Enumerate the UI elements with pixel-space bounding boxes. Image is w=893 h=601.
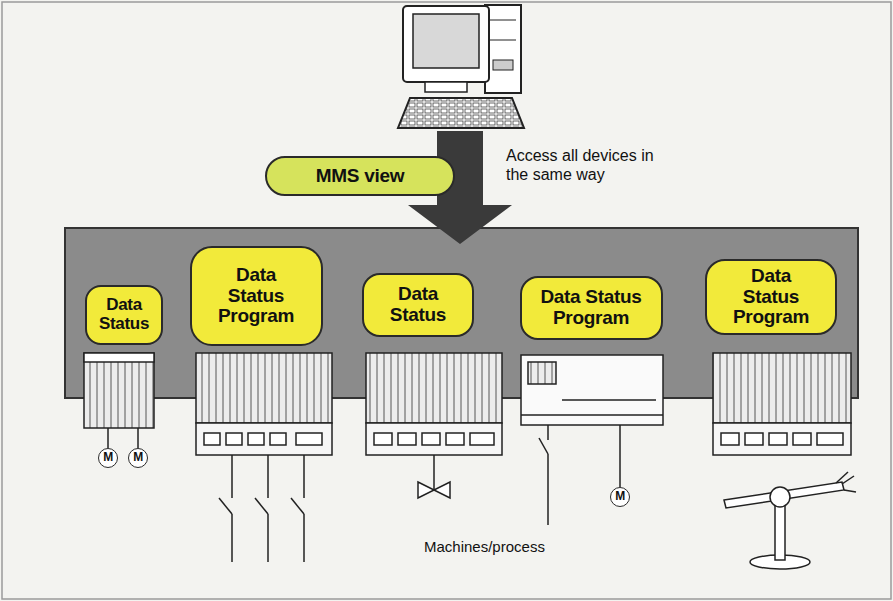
controller-5 (817, 433, 843, 445)
switch-contacts (231, 455, 233, 498)
node-text: Data Status Program (528, 287, 654, 329)
text-group: Data Status (390, 284, 446, 326)
text-group: M (133, 451, 143, 464)
computer (413, 14, 479, 68)
computer (493, 60, 513, 70)
device-object-box: Data Status (85, 285, 163, 345)
access-note: Access all devices in the same way (506, 146, 676, 184)
switch-contacts (303, 514, 305, 562)
switch-contacts (267, 514, 269, 562)
controller-3 (366, 423, 502, 455)
controller-2 (204, 433, 220, 445)
controller-2 (248, 433, 264, 445)
node-text: MMS view (316, 166, 404, 187)
node-text: M (615, 490, 625, 503)
controller-4 (562, 399, 656, 401)
computer (425, 82, 467, 92)
controller-2 (270, 433, 286, 445)
controller-1 (107, 428, 109, 448)
controller-4 (547, 454, 549, 525)
computer (485, 5, 521, 93)
controller-3 (422, 433, 440, 445)
switch-contacts (219, 455, 304, 562)
controller-2 (196, 353, 332, 423)
controller-1 (84, 353, 154, 428)
node-text: Data Status (99, 296, 149, 333)
robot-arm (770, 487, 790, 507)
controller-4 (547, 425, 549, 440)
controller-3 (398, 433, 416, 445)
node-text: M (133, 451, 143, 464)
node-text: M (103, 451, 113, 464)
controller-5 (713, 353, 851, 455)
controller-2 (196, 423, 332, 455)
text-group: Data Status Program (218, 265, 294, 328)
device-object-box: Data Status (362, 273, 474, 337)
switch-contacts (291, 498, 304, 514)
computer (403, 6, 489, 82)
text-group: M (103, 451, 113, 464)
controller-1 (84, 353, 154, 362)
computer (490, 40, 516, 41)
view-pill: MMS view (265, 156, 455, 196)
text-group: Data Status Program (733, 266, 809, 329)
device-object-box: Data Status Program (705, 259, 837, 335)
node-text: Data Status Program (733, 266, 809, 329)
controller-3 (374, 433, 392, 445)
device-object-box: Data Status Program (520, 276, 663, 340)
controller-4 (539, 438, 548, 454)
motor-symbol: M (610, 487, 630, 507)
text-group: M (615, 490, 625, 503)
robot-arm (724, 472, 856, 569)
controller-5 (713, 353, 851, 423)
valve-symbol (418, 482, 450, 498)
controller-4 (521, 355, 663, 525)
controller-1 (137, 428, 139, 448)
controller-5 (793, 433, 811, 445)
controller-2 (296, 433, 322, 445)
node-text: Data Status Program (218, 265, 294, 328)
motor-symbol: M (128, 448, 148, 468)
controller-3 (470, 433, 494, 445)
controller-4 (619, 425, 621, 487)
text-group: Data Status (99, 296, 149, 333)
node-text: Data Status (390, 284, 446, 326)
controller-5 (713, 423, 851, 455)
switch-contacts (303, 455, 305, 498)
controller-4 (521, 355, 663, 425)
valve-symbol (418, 482, 450, 498)
controller-1 (84, 353, 154, 448)
computer (398, 98, 524, 128)
text-group: Data Status Program (528, 287, 654, 329)
controller-5 (721, 433, 739, 445)
controller-3 (433, 455, 435, 490)
controller-2 (196, 353, 332, 455)
controller-5 (769, 433, 787, 445)
robot-arm (775, 502, 785, 560)
text-group: MMS view (316, 166, 404, 187)
controller-5 (745, 433, 763, 445)
controller-4 (528, 362, 556, 384)
switch-contacts (231, 514, 233, 562)
process-caption: Machines/process (424, 538, 624, 556)
computer (398, 5, 524, 128)
controller-2 (226, 433, 242, 445)
robot-arm (836, 472, 848, 483)
controller-3 (366, 353, 502, 490)
device-object-box: Data Status Program (190, 246, 323, 346)
controller-3 (446, 433, 464, 445)
controller-4 (521, 414, 663, 416)
switch-contacts (255, 498, 268, 514)
switch-contacts (219, 498, 232, 514)
controller-3 (366, 353, 502, 423)
computer (490, 20, 516, 21)
robot-arm (724, 482, 844, 508)
switch-contacts (267, 455, 269, 498)
robot-arm (842, 476, 854, 484)
robot-arm (844, 490, 856, 492)
motor-symbol: M (98, 448, 118, 468)
